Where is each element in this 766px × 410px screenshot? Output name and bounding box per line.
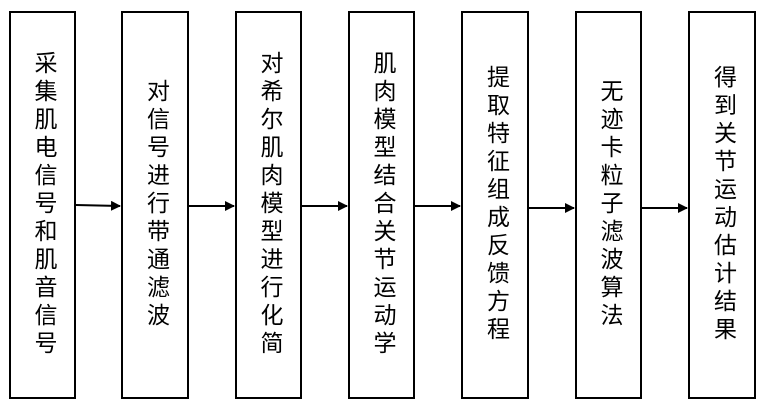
arrow-1-2 xyxy=(76,205,120,206)
